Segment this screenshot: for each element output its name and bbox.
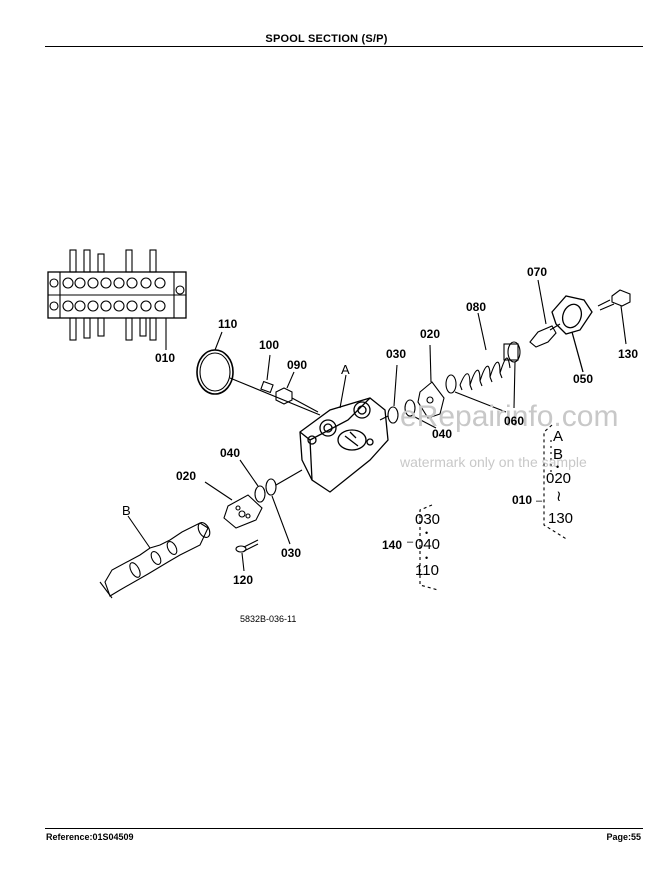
group-140-item-3: 110 [415,562,439,579]
svg-text:•: • [556,462,559,472]
screw-120 [235,539,259,572]
svg-text:–: – [536,495,543,507]
callout-040-lower: 040 [220,446,240,460]
ring-060-b [507,341,521,363]
callout-120: 120 [233,573,253,587]
leader-assembly-lower [275,469,303,486]
leader-110 [229,377,321,416]
callout-030-lower: 030 [281,546,301,560]
plate-020-upper [417,344,445,419]
leader-A [339,374,347,409]
callout-070: 070 [527,265,547,279]
nut-090 [275,371,319,413]
bolt-130 [597,289,631,345]
callout-110: 110 [218,317,238,331]
group-010-item-4: 130 [548,510,573,527]
callout-090: 090 [287,358,307,372]
callout-B: B [122,503,131,518]
svg-text:–: – [407,536,414,548]
footer-reference: Reference:01S04509 [46,832,134,842]
callout-040-upper: 040 [432,427,452,441]
callout-100: 100 [259,338,279,352]
ring-030-lower [265,478,277,496]
svg-text:•: • [425,528,428,538]
group-140-label: 140 [382,538,402,552]
svg-text:•: • [425,553,428,563]
callout-130: 130 [618,347,638,361]
callout-060: 060 [504,414,524,428]
footer-rule [45,828,643,829]
leader-030-lower [271,495,291,545]
spring-080 [459,312,511,391]
header-rule [45,46,643,47]
leader-060-b [513,361,516,409]
leader-030-upper [393,364,398,407]
leader-body-right [379,415,389,421]
callout-080: 080 [466,300,486,314]
watermark-note: watermark only on the sample [399,454,587,470]
bolt-070 [529,279,561,348]
page-title: SPOOL SECTION (S/P) [265,33,388,45]
leader-040-upper [412,415,437,429]
callout-A: A [341,362,350,377]
cap-050 [551,295,593,373]
svg-text:≀: ≀ [556,488,562,505]
group-010-item-1: A [553,428,563,445]
callout-020-upper: 020 [420,327,440,341]
group-140-item-2: 040 [415,536,440,553]
callout-020-lower: 020 [176,469,196,483]
bracket-140 [419,504,439,591]
figure-code: 5832B-036-11 [240,614,296,624]
watermark-site: eRepairinfo.com [400,400,618,433]
leader-040-lower [239,459,259,487]
valve-bank-overview [47,249,187,350]
ring-060-a [445,374,457,394]
callout-010: 010 [155,351,175,365]
valve-body [299,397,389,493]
leader-060-a [454,391,507,413]
o-ring-110-inner [199,352,231,392]
plug-100 [260,354,274,394]
callout-030-upper: 030 [386,347,406,361]
group-010-item-2: B [553,446,563,463]
group-140-item-1: 030 [415,511,440,528]
seal-040-upper [404,399,416,417]
callout-050: 050 [573,372,593,386]
footer-page-number: Page:55 [606,832,641,842]
spool-assembly [99,515,211,599]
seal-040-lower [254,485,266,503]
plate-020-lower [204,481,263,529]
group-010-item-3: 020 [546,470,571,487]
ring-030-upper [387,406,399,424]
leader-110-label [214,331,223,351]
group-010-label: 010 [512,493,532,507]
cap-060 [503,343,519,361]
